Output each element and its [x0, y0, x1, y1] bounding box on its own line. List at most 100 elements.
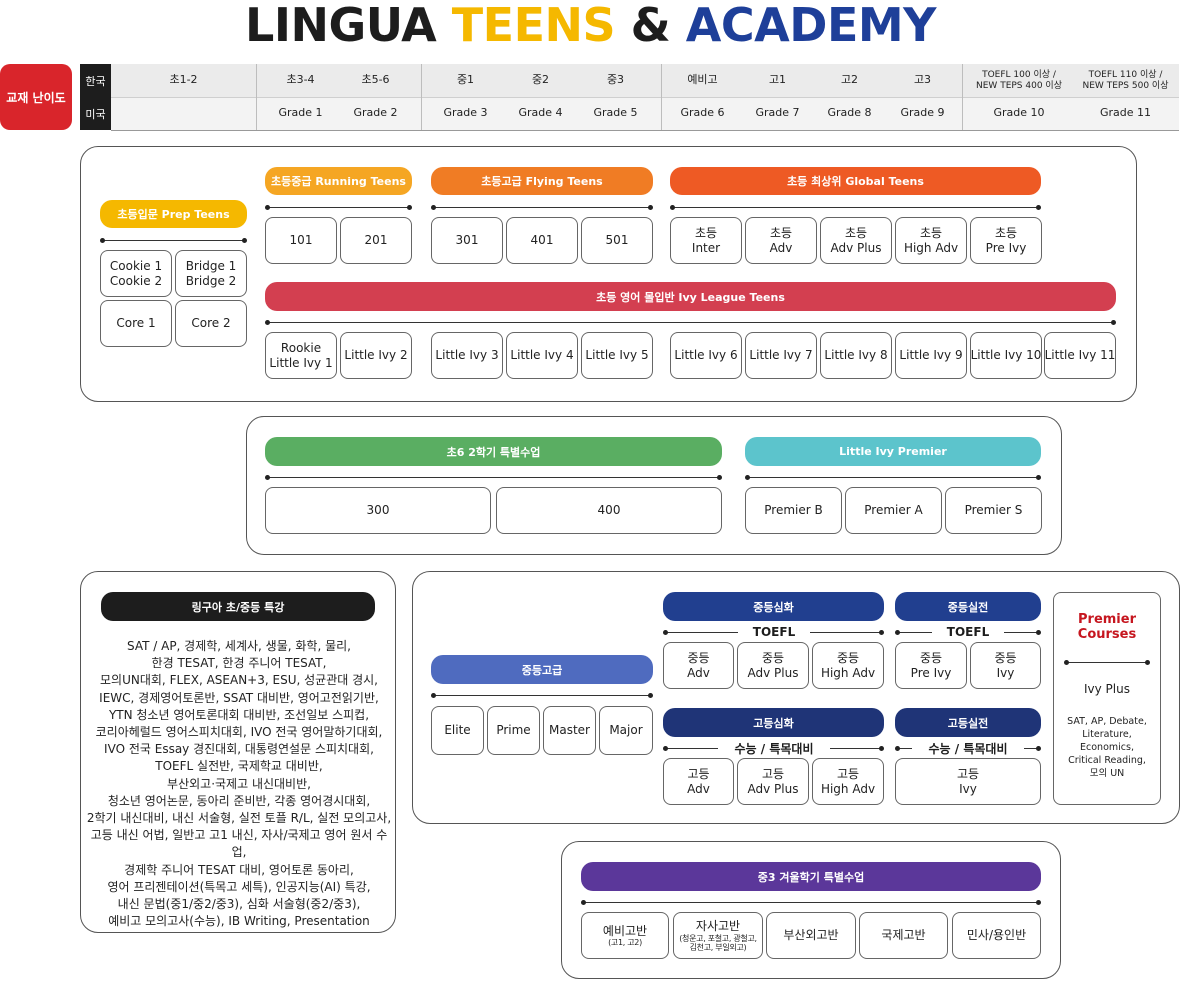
toefl-label: TOEFL [738, 624, 810, 640]
middle-deep-header: 중등심화 [663, 592, 884, 621]
prep-teens-header: 초등입문 Prep Teens [100, 200, 247, 228]
col-separator [661, 64, 662, 130]
course-box: Premier A [845, 487, 942, 534]
special-line: 내신 문법(중1/중2/중3), 심화 서술형(중2/중3), [117, 897, 361, 912]
divider-line [265, 205, 412, 210]
kr-grade-cell: 초1-2 [169, 73, 198, 87]
course-box: Cookie 1 Cookie 2 [100, 250, 172, 297]
special-line: 예비고 모의고사(수능), IB Writing, Presentation [108, 914, 370, 929]
ivy-plus-label: Ivy Plus [1084, 682, 1130, 696]
korea-row [111, 64, 1179, 97]
course-box: Little Ivy 8 [820, 332, 892, 379]
divider-line [670, 205, 1041, 210]
course-box: Master [543, 706, 596, 755]
high-deep-header: 고등심화 [663, 708, 884, 737]
course-box: Little Ivy 3 [431, 332, 503, 379]
col-separator [256, 64, 257, 130]
course-box: 초등 High Adv [895, 217, 967, 264]
running-teens-header: 초등중급 Running Teens [265, 167, 412, 195]
kr-grade-cell: 고3 [913, 73, 932, 87]
col-separator [962, 64, 963, 130]
course-box: 401 [506, 217, 578, 264]
course-box: 민사/용인반 [952, 912, 1041, 959]
course-box: Little Ivy 6 [670, 332, 742, 379]
us-grade-cell: Grade 9 [900, 106, 945, 120]
course-box: Rookie Little Ivy 1 [265, 332, 337, 379]
special-line: 부산외고·국제고 내신대비반, [167, 776, 311, 791]
course-box: 부산외고반 [766, 912, 856, 959]
special-line: 한경 TESAT, 한경 주니어 TESAT, [151, 656, 327, 671]
course-box: 101 [265, 217, 337, 264]
course-box: 초등 Inter [670, 217, 742, 264]
ivy-plus-description: SAT, AP, Debate, Literature, Economics, … [1067, 716, 1147, 779]
middle-advanced-header: 중등고급 [431, 655, 653, 684]
suneung-label: 수능 / 특목대비 [718, 740, 830, 756]
special-line: 청소년 영어논문, 동아리 준비반, 각종 영어경시대회, [107, 793, 371, 808]
course-box: 고등 Adv Plus [737, 758, 809, 805]
premier-courses-card [1053, 592, 1161, 805]
us-grade-cell: Grade 8 [827, 106, 872, 120]
flying-teens-header: 초등고급 Flying Teens [431, 167, 653, 195]
us-grade-cell: Grade 5 [593, 106, 638, 120]
course-box: Little Ivy 10 [970, 332, 1042, 379]
divider-line [431, 693, 653, 698]
course-box: Little Ivy 4 [506, 332, 578, 379]
course-box: Little Ivy 9 [895, 332, 967, 379]
lingua-special-panel [80, 571, 396, 933]
divider-line [431, 205, 653, 210]
course-box-sub: (청운고, 포철고, 광철고, 김천고, 부일외고) [679, 933, 757, 952]
us-grade-cell: Grade 10 [993, 106, 1045, 120]
kr-grade-cell: 고1 [768, 73, 787, 87]
course-box: 국제고반 [859, 912, 948, 959]
special-line: SAT / AP, 경제학, 세계사, 생물, 화학, 물리, [126, 639, 351, 653]
course-box: Little Ivy 11 [1044, 332, 1116, 379]
little-ivy-premier-header: Little Ivy Premier [745, 437, 1041, 466]
course-box: Core 1 [100, 300, 172, 347]
course-box: Premier B [745, 487, 842, 534]
kr-grade-cell: 중1 [456, 73, 475, 87]
course-box: 400 [496, 487, 722, 534]
course-box: Major [599, 706, 653, 755]
us-grade-cell: Grade 6 [680, 106, 725, 120]
special-line: 코리아헤럴드 영어스피치대회, IVO 전국 영어말하기대회, [95, 725, 383, 740]
course-box: 고등 High Adv [812, 758, 884, 805]
course-box: 501 [581, 217, 653, 264]
course-box: 초등 Pre Ivy [970, 217, 1042, 264]
course-box: 300 [265, 487, 491, 534]
course-box: 중등 Adv Plus [737, 642, 809, 689]
divider-line [265, 475, 722, 480]
course-box-main: 자사고반 [695, 919, 741, 934]
kr-grade-cell: TOEFL 110 이상 / NEW TEPS 500 이상 [1082, 70, 1169, 91]
global-teens-header: 초등 최상위 Global Teens [670, 167, 1041, 195]
page-title: LINGUA TEENS & ACADEMY [245, 0, 936, 52]
kr-grade-cell: 고2 [840, 73, 859, 87]
winter-special-header: 중3 겨울학기 특별수업 [581, 862, 1041, 891]
kr-grade-cell: 초5-6 [361, 73, 390, 87]
course-box-sub: (고1, 고2) [608, 938, 642, 948]
ivy-league-header: 초등 영어 몰입반 Ivy League Teens [265, 282, 1116, 311]
kr-grade-cell: 예비고 [687, 73, 718, 87]
high-real-header: 고등실전 [895, 708, 1041, 737]
us-grade-cell: Grade 1 [278, 106, 323, 120]
premier-courses-title: Premier Courses [1077, 612, 1137, 642]
kr-grade-cell: 중3 [606, 73, 625, 87]
special-line: 2학기 내신대비, 내신 서술형, 실전 토플 R/L, 실전 모의고사, [86, 811, 392, 826]
course-box: 중등 High Adv [812, 642, 884, 689]
course-box: Bridge 1 Bridge 2 [175, 250, 247, 297]
course-box: 중등 Ivy [970, 642, 1041, 689]
row-divider [111, 130, 1179, 131]
kr-grade-cell: 초3-4 [286, 73, 315, 87]
divider-line [581, 900, 1041, 905]
course-box: 초등 Adv Plus [820, 217, 892, 264]
us-grade-cell: Grade 4 [518, 106, 563, 120]
special-line: 모의UN대회, FLEX, ASEAN+3, ESU, 성균관대 경시, [100, 673, 378, 688]
course-box: 201 [340, 217, 412, 264]
special-line: TOEFL 실전반, 국제학교 대비반, [155, 759, 323, 774]
divider-line [100, 238, 247, 243]
course-box: 중등 Adv [663, 642, 734, 689]
suneung-label: 수능 / 특목대비 [912, 740, 1024, 756]
course-box: 예비고반 (고1, 고2) [581, 912, 669, 959]
special-line: IEWC, 경제영어토론반, SSAT 대비반, 영어고전읽기반, [99, 690, 379, 705]
divider-line [265, 320, 1116, 325]
korea-label: 한국 [80, 64, 111, 97]
